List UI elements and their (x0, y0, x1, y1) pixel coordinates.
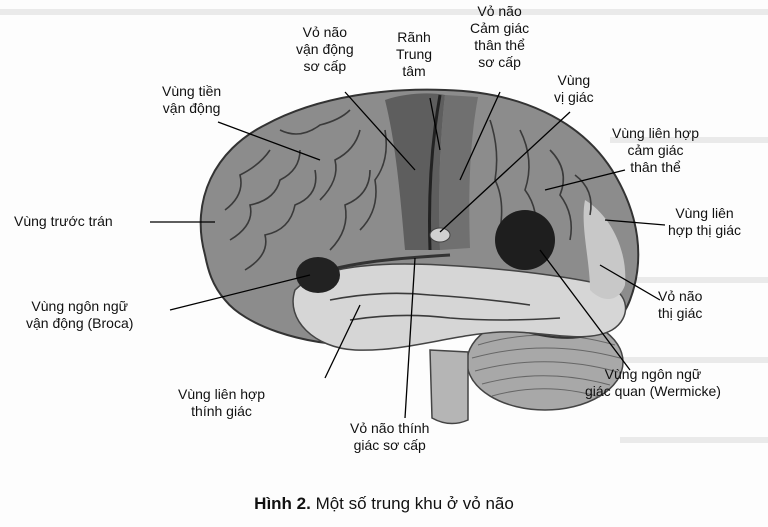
temporal-lobe (292, 263, 627, 351)
gyri (224, 109, 592, 321)
taste-area (429, 227, 451, 243)
figure-caption: Hình 2. Một số trung khu ở vỏ não (0, 494, 768, 514)
central-sulcus-line (427, 94, 442, 251)
caption-number: Hình 2. (254, 494, 311, 513)
label-prefrontal: Vùng trước trán (14, 213, 113, 229)
somatosensory-strip (439, 95, 478, 250)
broca-area (296, 257, 340, 293)
wernicke-area (495, 210, 555, 270)
brain-stem (429, 349, 469, 425)
caption-text: Một số trung khu ở vỏ não (310, 494, 514, 513)
leader-lines (150, 91, 666, 419)
